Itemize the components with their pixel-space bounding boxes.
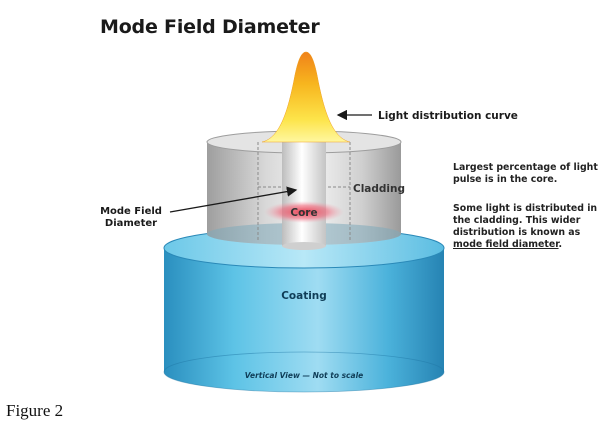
figure-caption: Figure 2 [6, 401, 64, 420]
mode-field-term: mode field diameter [453, 239, 559, 250]
mode-field-label-line1: Mode Field [100, 206, 162, 217]
scale-footnote: Vertical View — Not to scale [245, 371, 363, 380]
core-note: Largest percentage of light pulse is in … [453, 162, 598, 185]
core-glow [264, 201, 344, 223]
coating-cylinder [163, 227, 445, 393]
light-distribution-curve [261, 51, 351, 143]
light-curve-label: Light distribution curve [378, 110, 518, 122]
mode-field-note-text: Some light is distributed in the claddin… [453, 203, 598, 238]
mode-field-pointer [169, 186, 298, 213]
coating-label: Coating [281, 290, 327, 302]
mode-field-label-line2: Diameter [105, 218, 157, 229]
mode-field-note: Some light is distributed in the claddin… [453, 203, 598, 251]
core-label: Core [290, 207, 317, 219]
mode-field-note-end: . [558, 239, 563, 250]
cladding-label: Cladding [353, 183, 405, 195]
diagram-title: Mode Field Diameter [100, 16, 320, 38]
